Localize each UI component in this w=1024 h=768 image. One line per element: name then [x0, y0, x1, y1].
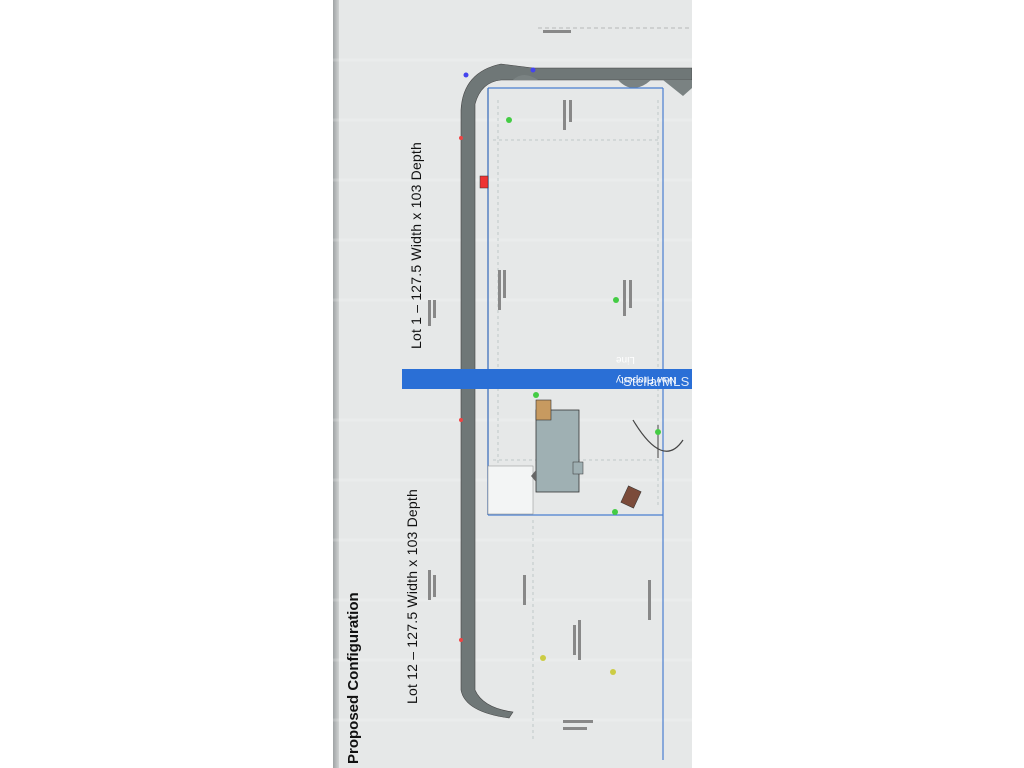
annotation-marks	[428, 30, 651, 730]
driveway-pad	[487, 465, 534, 515]
driveway-top-left	[513, 75, 538, 80]
driveway-top-right	[618, 80, 651, 88]
scan-banding	[333, 58, 692, 722]
road	[460, 63, 692, 719]
shed	[620, 485, 642, 509]
lot-12-dimension-label: Lot 12 – 127.5 Width x 103 Depth	[404, 489, 420, 704]
lot-1-dimension-label: Lot 1 – 127.5 Width x 103 Depth	[408, 142, 424, 349]
photo-frame-edge	[333, 0, 339, 768]
site-plan-drawing	[333, 27, 692, 760]
existing-house	[531, 399, 584, 493]
pool-arc	[632, 419, 684, 452]
driveway-top-far	[663, 80, 692, 96]
lot-boundaries	[487, 87, 664, 760]
proposed-configuration-heading: Proposed Configuration	[345, 592, 362, 764]
stellarmls-watermark: StellarMLS	[623, 374, 690, 389]
new-property-line-band: New Property Line	[402, 354, 692, 389]
utility-markers	[459, 67, 661, 675]
